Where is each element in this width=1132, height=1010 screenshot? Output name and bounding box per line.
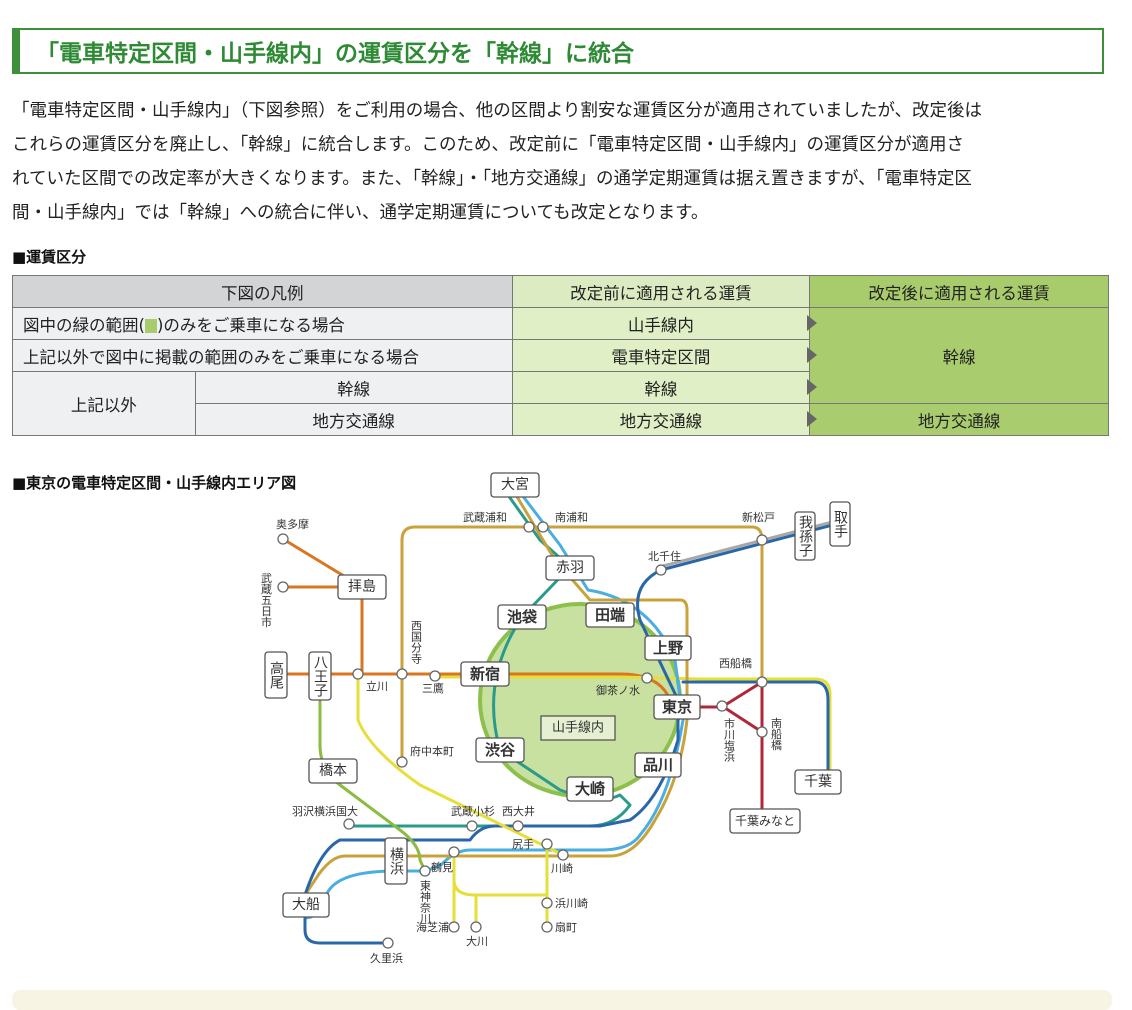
arrow-right-icon (807, 347, 818, 363)
station-label: 西船橋 (719, 656, 752, 670)
station-label: 大川 (466, 934, 488, 948)
station-label: 西国分寺 (410, 620, 423, 664)
fare-table: 下図の凡例 改定前に適用される運賃 改定後に適用される運賃 図中の緑の範囲( )の… (12, 275, 1109, 436)
row-label: 幹線 (194, 371, 513, 404)
station-boxes (264, 472, 851, 918)
section-title: 「電車特定区間・山手線内」の運賃区分を「幹線」に統合 (12, 28, 1104, 74)
row-label: 図中の緑の範囲( )のみをご乗車になる場合 (12, 307, 513, 340)
row-group-label: 上記以外 (12, 371, 196, 436)
station-label: 南船橋 (770, 717, 783, 751)
station-box-osaki: 大崎 (575, 780, 605, 798)
paragraph-line: 「電車特定区間・山手線内」（下図参照）をご利用の場合、他の区間より割安な運賃区分… (12, 101, 983, 121)
before-cell: 地方交通線 (511, 403, 818, 436)
station-box-shibuya: 渋谷 (485, 741, 516, 759)
utsunomiya-line (303, 493, 689, 897)
station-box-chiba: 千葉 (804, 774, 832, 790)
station-label: 南浦和 (555, 511, 588, 524)
arrow-right-icon (807, 411, 818, 427)
station-label: 鶴見 (431, 860, 453, 874)
station-label: 北千住 (648, 549, 681, 563)
station-box-hachioji: 八王子 (312, 655, 328, 697)
paragraph-line: 間・山手線内」では「幹線」への統合に伴い、通学定期運賃についても改定となります。 (12, 203, 709, 223)
header-after: 改定後に適用される運賃 (809, 275, 1109, 308)
before-value: 山手線内 (627, 315, 694, 335)
station-label: 武蔵小杉 (451, 804, 495, 818)
paragraph-line: れていた区間での改定率が大きくなります。また、「幹線」・「地方交通線」の通学定期… (12, 169, 972, 189)
table-row: 図中の緑の範囲( )のみをご乗車になる場合 山手線内 幹線 (12, 307, 1109, 404)
before-cell: 電車特定区間 (511, 339, 818, 372)
label-text: 図中の緑の範囲( (23, 315, 145, 335)
station-label: 御茶ノ水 (596, 683, 640, 697)
station-label: 府中本町 (410, 744, 454, 758)
paragraph-line: これらの運賃区分を廃止し、「幹線」に統合します。このため、改定前に「電車特定区間… (12, 135, 964, 155)
station-box-hashimoto: 橋本 (319, 763, 347, 779)
description-paragraph: 「電車特定区間・山手線内」（下図参照）をご利用の場合、他の区間より割安な運賃区分… (12, 94, 1112, 230)
station-label: 西大井 (502, 804, 535, 818)
station-box-toride: 取手 (832, 510, 848, 539)
station-label: 浜川崎 (555, 896, 588, 910)
yokosuka-line (303, 521, 842, 945)
label-text: )のみをご乗車になる場合 (156, 315, 345, 335)
station-box-omiya: 大宮 (501, 477, 529, 493)
row-label: 上記以外で図中に掲載の範囲のみをご乗車になる場合 (12, 339, 513, 372)
station-box-tokyo: 東京 (662, 698, 692, 716)
chuo-line (274, 537, 685, 708)
station-box-takao: 高尾 (268, 660, 284, 690)
before-cell: 山手線内 (511, 307, 818, 340)
station-label: 奥多摩 (276, 517, 309, 531)
map-title: ■東京の電車特定区間・山手線内エリア図 (12, 474, 297, 492)
station-label: 市川塩浜 (723, 717, 736, 763)
station-label: 川崎 (551, 861, 573, 875)
nambu-line (356, 672, 565, 929)
before-cell: 幹線 (511, 371, 818, 404)
before-value: 電車特定区間 (611, 347, 711, 367)
station-label: 東神奈川 (419, 880, 432, 924)
station-box-shinjuku: 新宿 (470, 665, 500, 683)
before-value: 地方交通線 (619, 411, 703, 431)
yokohama-line (318, 698, 427, 873)
table-row: 地方交通線 地方交通線 地方交通線 (13, 403, 1109, 436)
station-box-shinagawa: 品川 (643, 756, 673, 774)
arrow-right-icon (807, 315, 818, 331)
after-cell-merged: 幹線 (809, 307, 1109, 404)
table-row: 上記以外 幹線 幹線 (12, 371, 1109, 436)
keiyo-line (698, 680, 764, 810)
station-label: 新松戸 (742, 510, 775, 524)
station-box-ofuna: 大船 (292, 897, 320, 913)
header-before: 改定前に適用される運賃 (511, 275, 811, 308)
fare-section-title: ■運賃区分 (12, 248, 87, 266)
station-label: 海芝浦 (416, 920, 449, 934)
station-box-abiko: 我孫子 (797, 515, 813, 557)
station-label: 立川 (366, 679, 388, 693)
station-box-yokohama: 横浜 (388, 847, 404, 875)
green-swatch (144, 318, 157, 333)
after-cell: 地方交通線 (809, 403, 1109, 436)
next-section-box (12, 990, 1112, 1010)
station-label: 扇町 (555, 920, 577, 934)
station-box-tabata: 田端 (595, 606, 625, 624)
station-dots (277, 521, 768, 949)
yamanote-area-label: 山手線内 (552, 720, 604, 736)
station-box-haijima: 拝島 (348, 579, 376, 595)
arrow-right-icon (807, 379, 818, 395)
station-box-ueno: 上野 (653, 639, 683, 657)
table-row: 上記以外で図中に掲載の範囲のみをご乗車になる場合 電車特定区間 (12, 339, 1109, 372)
table-header-row: 下図の凡例 改定前に適用される運賃 改定後に適用される運賃 (12, 275, 1109, 308)
row-label: 地方交通線 (194, 403, 513, 436)
station-label: 武蔵浦和 (463, 511, 507, 524)
station-label: 羽沢横浜国大 (292, 804, 358, 818)
station-label: 尻手 (512, 837, 534, 851)
station-box-chibaminato: 千葉みなと (735, 814, 795, 828)
sobu-local-line (433, 675, 832, 772)
station-box-ikebukuro: 池袋 (507, 608, 538, 626)
station-label: 武蔵五日市 (260, 572, 273, 628)
station-box-akabane: 赤羽 (556, 560, 584, 576)
station-label: 三鷹 (422, 681, 444, 695)
station-label: 久里浜 (370, 952, 403, 965)
before-value: 幹線 (644, 379, 678, 399)
